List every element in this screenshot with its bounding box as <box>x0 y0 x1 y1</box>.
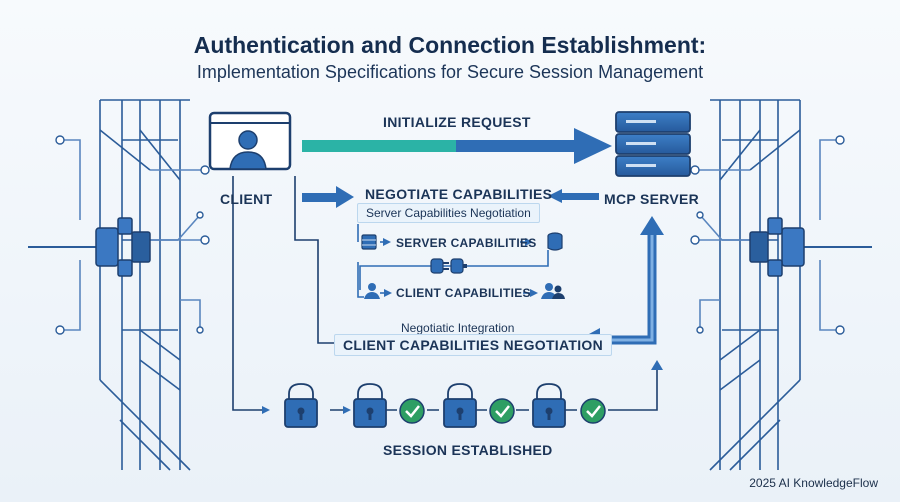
client-label: CLIENT <box>220 191 273 207</box>
right-cable-plug-icon <box>749 217 872 277</box>
server-return-arrow <box>578 216 664 352</box>
lock-icon <box>443 383 477 428</box>
users-icon <box>541 283 565 299</box>
plug-icon <box>430 258 467 274</box>
negotiation-integration-label: Negotiatic Integration <box>401 321 515 335</box>
negotiate-capabilities-label: NEGOTIATE CAPABILITIES <box>365 186 553 202</box>
initialize-request-arrow <box>302 128 612 164</box>
server-capabilities-negotiation-label: Server Capabilities Negotiation <box>357 203 540 223</box>
page-title: Authentication and Connection Establishm… <box>193 32 707 58</box>
session-established-label: SESSION ESTABLISHED <box>383 442 553 458</box>
check-icon <box>489 398 515 424</box>
check-icon <box>399 398 425 424</box>
lock-icon <box>284 383 318 428</box>
session-chain <box>330 360 663 414</box>
client-capabilities-negotiation-label: CLIENT CAPABILITIES NEGOTIATION <box>334 334 613 356</box>
server-capabilities-label: SERVER CAPABILITIES <box>396 236 537 250</box>
footer-credit: 2025 AI KnowledgeFlow <box>749 476 878 490</box>
client-capabilities-label: CLIENT CAPABILITIES <box>396 286 531 300</box>
client-flow-lines <box>232 176 348 414</box>
right-node-dots <box>690 135 845 335</box>
user-icon <box>364 283 380 299</box>
left-node-dots <box>55 135 210 335</box>
lock-icon <box>353 383 387 428</box>
initialize-request-label: INITIALIZE REQUEST <box>383 114 531 130</box>
database-icon <box>361 232 563 251</box>
left-cable-plug-icon <box>28 217 151 277</box>
check-icon <box>580 398 606 424</box>
page-subtitle: Implementation Specifications for Secure… <box>196 62 704 82</box>
server-stack-icon <box>615 111 691 177</box>
server-label: MCP SERVER <box>604 191 700 207</box>
right-circuit-frame <box>695 99 840 471</box>
left-circuit-frame <box>60 99 205 471</box>
lock-icon <box>532 383 566 428</box>
negotiate-arrows <box>302 186 599 208</box>
monitor-user-icon <box>208 111 292 171</box>
